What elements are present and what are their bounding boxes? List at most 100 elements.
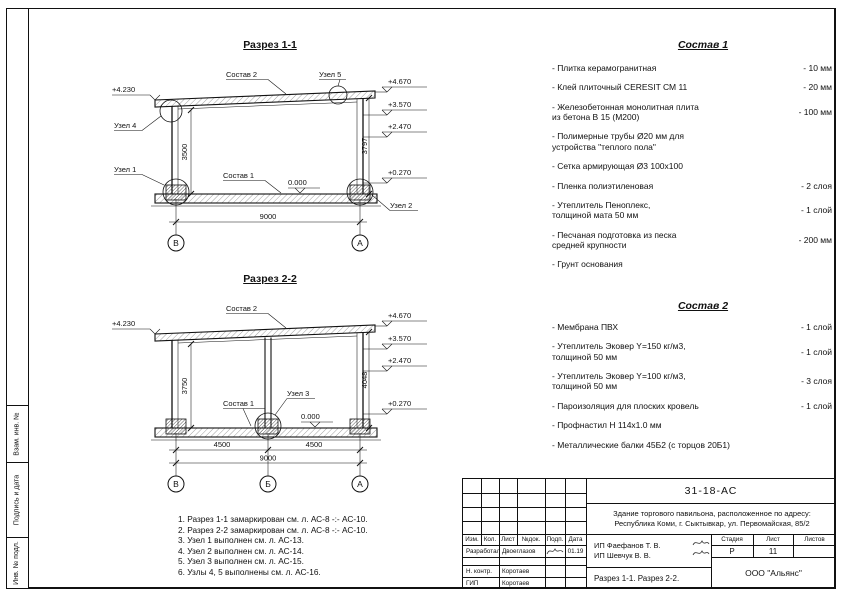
row-name — [499, 557, 545, 565]
building-outline — [151, 90, 381, 207]
left-footing — [165, 418, 187, 435]
sheet-value: 11 — [768, 546, 778, 556]
elevation-left-top: +4.230 — [112, 85, 135, 94]
dimension-lines: 3500 3797 9000 — [169, 94, 373, 235]
dimension-lines: 3750 4048 4500 4500 9000 — [169, 328, 373, 476]
list-item: - Утеплитель Пеноплекс, толщиной мата 50… — [552, 199, 832, 221]
label-sostav2: Состав 2 — [226, 304, 257, 313]
label-sostav2: Состав 2 — [226, 70, 257, 79]
list-item: - Клей плиточный CERESIT СМ 11- 20 мм — [552, 82, 832, 93]
side-strip-divider — [6, 537, 28, 538]
list-item: - Песчаная подготовка из песка средней к… — [552, 229, 832, 250]
label-uzel3: Узел 3 — [287, 389, 309, 398]
dim-span-right: 4500 — [306, 440, 323, 449]
composition1-list: - Плитка керамогранитная- 10 мм - Клей п… — [552, 63, 832, 279]
label-sostav1: Состав 1 — [223, 399, 254, 408]
row-role: ГИП — [466, 579, 479, 587]
dim-height-right: 4048 — [360, 372, 369, 389]
side-strip-divider — [6, 405, 28, 406]
side-strip-divider — [6, 462, 28, 463]
axis-bubbles: В А — [167, 234, 369, 252]
row-name: Коротаев — [502, 567, 530, 575]
left-footing — [165, 184, 187, 201]
sheets-label: Листов — [804, 536, 825, 543]
axis-right: А — [357, 479, 363, 489]
doc-number: 31-18-АС — [684, 485, 738, 497]
node-4-circle — [159, 99, 183, 123]
dim-height-left: 3500 — [180, 144, 189, 161]
note-line: 5. Узел 3 выполнен см. л. АС-15. — [178, 556, 304, 567]
list-item: - Плитка керамогранитная- 10 мм — [552, 63, 832, 73]
side-label-vzam-inv: Взам. инв. № — [13, 411, 20, 456]
row-date: 01.19 — [567, 547, 584, 555]
section1-title: Разрез 1-1 — [243, 39, 297, 51]
axis-right: А — [357, 238, 363, 248]
elevation-right-mid2: +2.470 — [388, 122, 411, 131]
axis-middle: Б — [265, 479, 271, 489]
right-footing — [349, 184, 371, 201]
elevation-right-mid1: +3.570 — [388, 100, 411, 109]
list-item: - Мембрана ПВХ- 1 слой — [552, 322, 832, 332]
composition2-title: Состав 2 — [677, 300, 729, 312]
col-podp: Подп. — [546, 536, 564, 543]
dim-height-right: 3797 — [360, 138, 369, 155]
section-2-2-drawing: +4.230 +4.670 +3.570 +2.470 +0.270 0.000… — [112, 304, 427, 493]
sheet-title: Разрез 1-1. Разрез 2-2. — [594, 573, 680, 583]
list-item: - Металлические балки 45Б2 (с торцов 20Б… — [552, 439, 730, 450]
list-item: - Сетка армирующая Ø3 100х100 — [552, 161, 683, 172]
sheet-inner-frame — [28, 8, 835, 588]
col-data: Дата — [568, 536, 583, 543]
dim-height-left: 3750 — [180, 378, 189, 395]
label-sostav1: Состав 1 — [223, 171, 254, 180]
floor-slab — [154, 193, 378, 204]
signature — [692, 540, 710, 556]
label-uzel2: Узел 2 — [390, 201, 412, 210]
dim-width: 9000 — [260, 212, 277, 221]
side-label-podpis-data: Подпись и дата — [13, 474, 20, 525]
elevation-marks: +4.230 +4.670 +3.570 +2.470 +0.270 0.000 — [112, 311, 427, 428]
elevation-marks: +4.230 +4.670 +3.570 +2.470 +0.270 0.000 — [112, 77, 427, 194]
elevation-floor: 0.000 — [288, 178, 307, 187]
side-label-inv-podl: Инв. № подл. — [13, 541, 20, 585]
project-description: Здание торгового павильона, расположенно… — [613, 508, 811, 528]
note-line: 2. Разрез 2-2 замаркирован см. л. АС-8 -… — [178, 524, 368, 535]
label-uzel1: Узел 1 — [114, 165, 136, 174]
row-name: Двоеглазов — [502, 547, 536, 555]
list-item: - Грунт основания — [552, 259, 623, 270]
section2-title: Разрез 2-2 — [243, 273, 297, 285]
label-uzel5: Узел 5 — [319, 70, 341, 79]
notes: 1. Разрез 1-1 замаркирован см. л. АС-8 -… — [178, 514, 368, 578]
elevation-right-mid1: +3.570 — [388, 334, 411, 343]
list-item: - Утеплитель Эковер Y=150 кг/м3, толщино… — [552, 341, 832, 362]
company-name: ООО "Альянс" — [745, 568, 802, 578]
row-role: Н. контр. — [466, 567, 492, 575]
signature — [546, 548, 564, 555]
right-footing — [349, 418, 371, 435]
col-izm: Изм. — [465, 536, 479, 543]
note-line: 4. Узел 2 выполнен см. л. АС-14. — [178, 545, 304, 556]
elevation-floor: 0.000 — [301, 412, 320, 421]
axis-bubbles: В Б А — [167, 475, 369, 493]
list-item: - Железобетонная монолитная плита из бет… — [552, 101, 832, 123]
composition2-list: - Мембрана ПВХ- 1 слой - Утеплитель Эков… — [552, 322, 832, 459]
title-block: 31-18-АС Здание торгового павильона, рас… — [462, 478, 836, 589]
roof-slab — [154, 90, 376, 108]
leader-labels: Состав 2 Узел 3 Состав 1 — [223, 304, 315, 427]
label-uzel4: Узел 4 — [114, 121, 136, 130]
building-outline — [151, 324, 381, 441]
row-role: Разработал — [466, 547, 499, 555]
row-role — [463, 557, 499, 565]
list-item: - Пленка полиэтиленовая- 2 слоя — [552, 180, 832, 191]
note-line: 6. Узлы 4, 5 выполнены см. л. АС-16. — [178, 567, 321, 578]
list-item: - Пароизоляция для плоских кровель- 1 сл… — [552, 400, 832, 411]
col-list: Лист — [501, 536, 515, 543]
composition1-title: Состав 1 — [677, 39, 729, 51]
list-item: - Полимерные трубы Ø20 мм для устройства… — [552, 131, 684, 152]
clients: ИП Фаефанов Т. В. ИП Шевчук В. В. — [594, 540, 661, 561]
dim-span-left: 4500 — [214, 440, 231, 449]
list-item: - Утеплитель Эковер Y=100 кг/м3, толщино… — [552, 371, 832, 392]
list-item: - Профнастил Н 114х1.0 мм — [552, 420, 662, 431]
col-ndok: №док. — [521, 536, 541, 543]
axis-left: В — [173, 238, 179, 248]
